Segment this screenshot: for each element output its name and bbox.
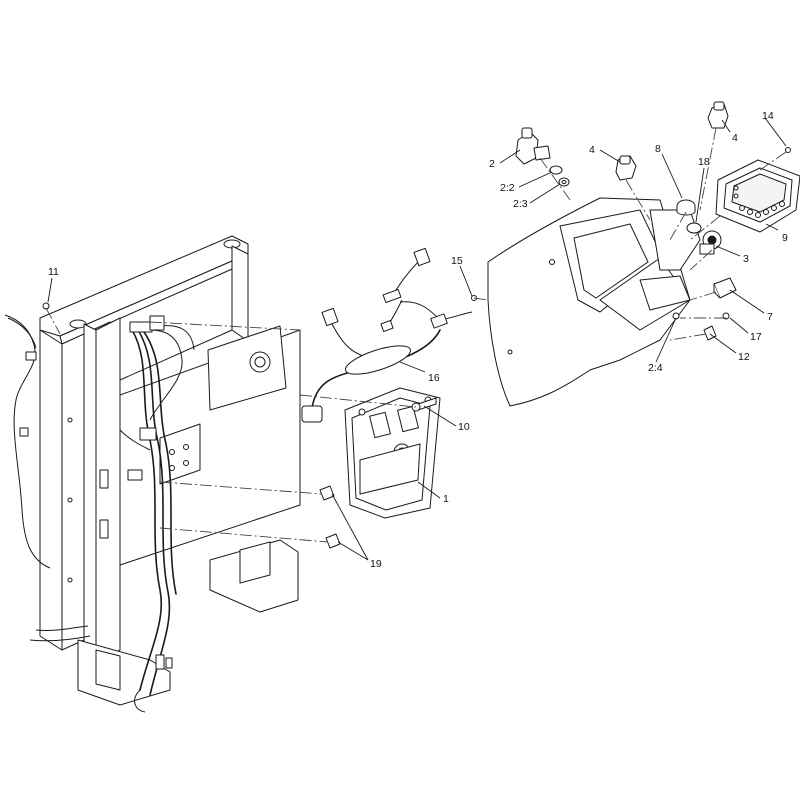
callout-2-3: 2:3 <box>513 198 528 210</box>
grommets-19 <box>319 485 341 549</box>
screw-12 <box>703 325 717 341</box>
screw-11 <box>42 302 50 310</box>
callout-8: 8 <box>655 143 661 155</box>
callout-10: 10 <box>458 421 470 433</box>
callout-2-4: 2:4 <box>648 362 663 374</box>
sub-harness <box>301 247 473 423</box>
callout-12: 12 <box>738 351 750 363</box>
key-switch-3 <box>699 230 722 255</box>
callout-2-2: 2:2 <box>500 182 515 194</box>
callout-17: 17 <box>750 331 762 343</box>
plug-8 <box>676 199 696 216</box>
callout-14: 14 <box>762 110 774 122</box>
callout-4-left: 4 <box>589 144 595 156</box>
callout-18: 18 <box>698 156 710 168</box>
washer-2-2 <box>549 165 563 175</box>
control-module <box>344 387 441 519</box>
screw-17 <box>722 312 730 320</box>
callout-1: 1 <box>443 493 449 505</box>
assembly-center-lines <box>45 127 787 543</box>
callout-2: 2 <box>489 158 495 170</box>
washer-2-3 <box>558 177 570 187</box>
callout-16: 16 <box>428 372 440 384</box>
left-cable <box>4 314 51 569</box>
callout-labels: 1 2 2:2 2:3 2:4 3 4 4 7 8 9 10 11 12 14 … <box>48 110 788 570</box>
callout-9: 9 <box>782 232 788 244</box>
leader-lines <box>47 117 787 561</box>
display-unit <box>715 159 800 233</box>
callout-11: 11 <box>48 266 59 278</box>
callout-3: 3 <box>743 253 749 265</box>
main-wire-harness <box>29 315 195 713</box>
callout-4-right: 4 <box>732 132 738 144</box>
plug-18 <box>686 222 702 234</box>
screw-14 <box>785 147 791 153</box>
dash-panel-housing <box>487 197 701 407</box>
cover-7 <box>713 277 737 299</box>
callout-7: 7 <box>767 311 773 323</box>
knob-4-left <box>615 155 637 181</box>
callout-19: 19 <box>370 558 382 570</box>
knob-2 <box>515 127 551 165</box>
callout-15: 15 <box>451 255 463 267</box>
